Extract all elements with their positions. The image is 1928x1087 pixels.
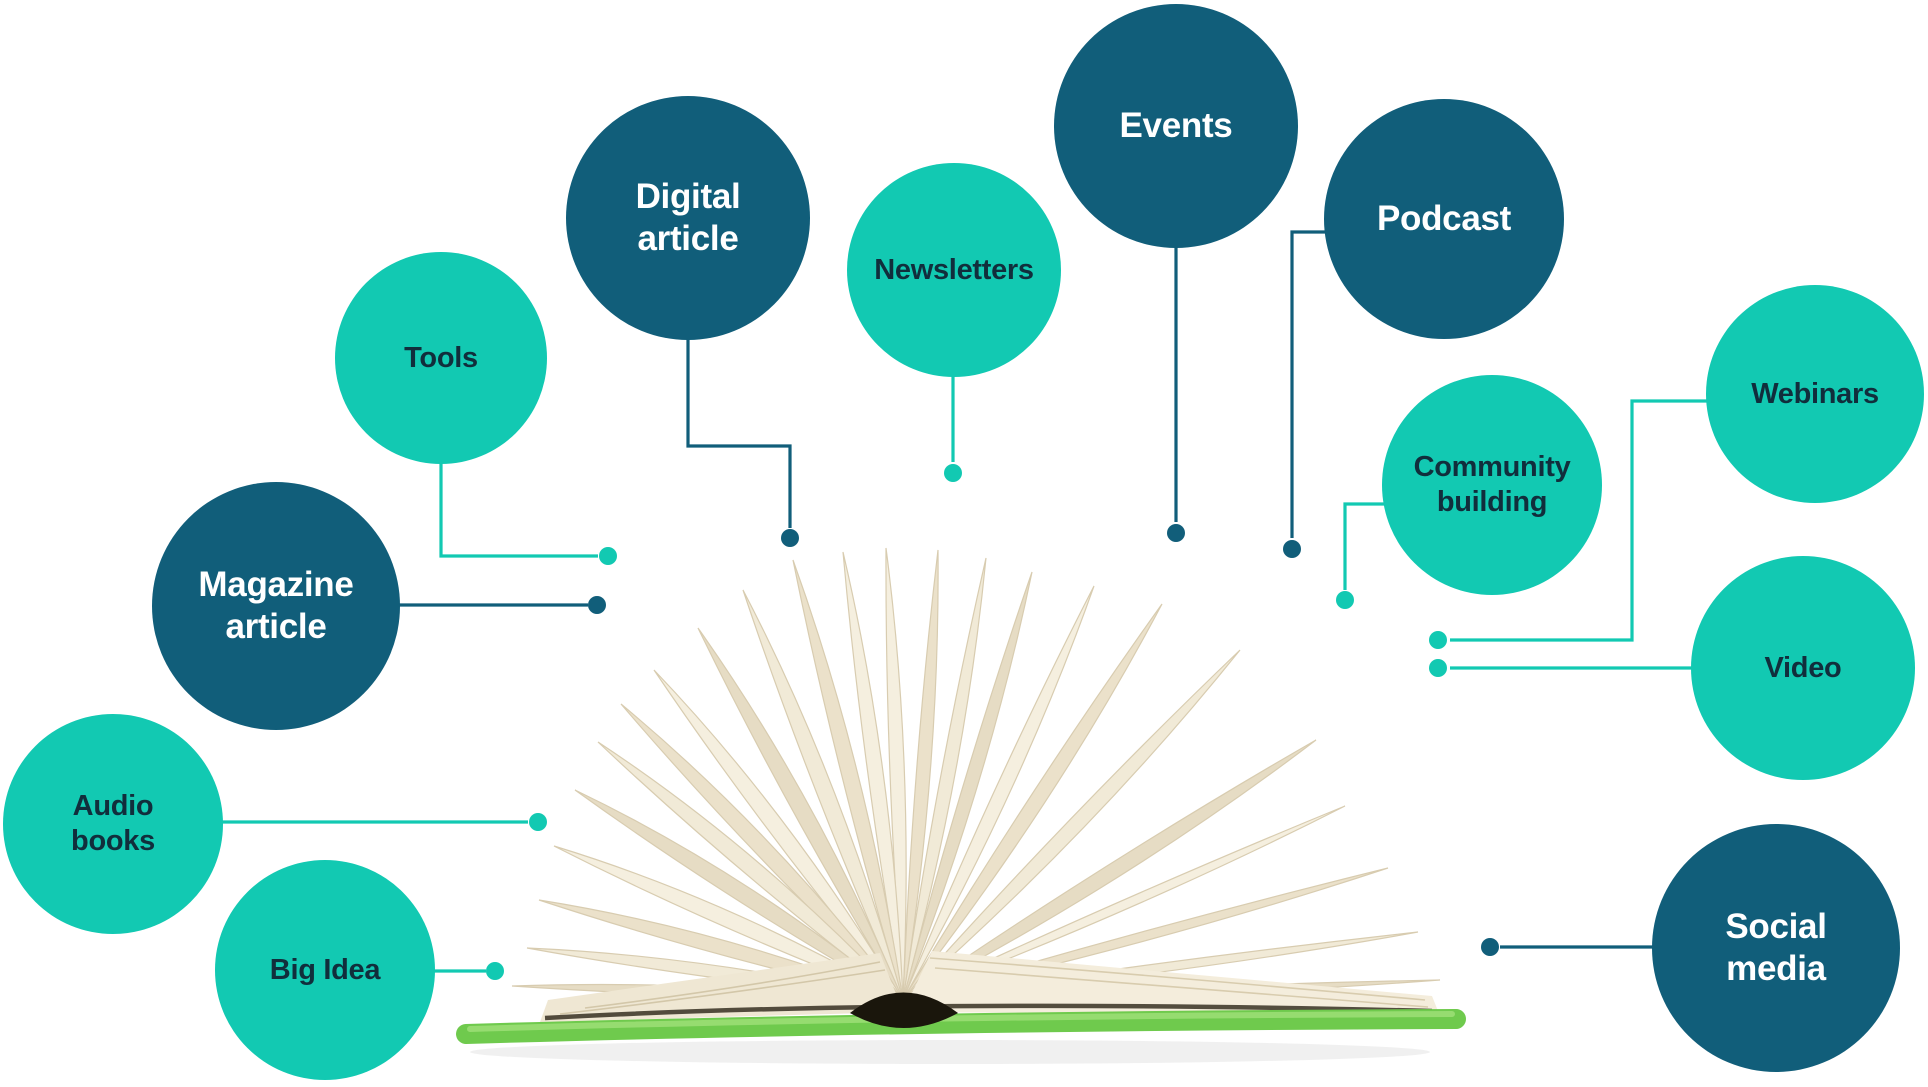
connector-events (1167, 242, 1185, 542)
bubble-tools: Tools (335, 252, 547, 464)
book-page (653, 669, 904, 1001)
bubble-audio-books: Audio books (3, 714, 223, 934)
bubble-newsletters: Newsletters (847, 163, 1061, 377)
book-page (902, 649, 1241, 1001)
connector-newsletters (944, 370, 962, 482)
page-edge-line (559, 969, 886, 1015)
connector-big-idea (430, 962, 504, 980)
connector-audio-books (218, 813, 547, 831)
connector-dot (944, 464, 962, 482)
connector-digital-article (686, 332, 799, 547)
connector-dot (1336, 591, 1354, 609)
bubble-label: Digital article (635, 177, 741, 258)
connector-dot (588, 596, 606, 614)
connector-webinars (1429, 399, 1708, 649)
bubble-social-media: Social media (1652, 824, 1900, 1072)
bubble-big-idea: Big Idea (215, 860, 435, 1080)
bubble-label: Video (1764, 651, 1842, 684)
page-edge-line (584, 961, 881, 1009)
connector-social-media (1481, 938, 1656, 956)
book-page (742, 589, 904, 1001)
connector-magazine-article (392, 596, 606, 614)
bubble-podcast: Podcast (1324, 99, 1564, 339)
book-fanned-pages (511, 547, 1441, 1001)
book-page (885, 547, 907, 1001)
book-page (902, 603, 1163, 1001)
connector-tools (439, 455, 617, 565)
bubble-video: Video (1691, 556, 1915, 780)
book-page (697, 627, 904, 1001)
bubble-magazine-article: Magazine article (152, 482, 400, 730)
bubble-digital-article: Digital article (566, 96, 810, 340)
bubble-label: Podcast (1376, 199, 1512, 238)
connector-video (1429, 659, 1694, 677)
book-spine-gap (850, 992, 958, 1028)
connector-dot (1481, 938, 1499, 956)
bubble-label: Community building (1413, 451, 1571, 518)
page-edge-line (929, 957, 1426, 1001)
book-page (902, 585, 1095, 1001)
bubble-label: Tools (404, 341, 478, 374)
connector-dot (1283, 540, 1301, 558)
book-page (902, 805, 1346, 1001)
bubble-community-building: Community building (1382, 375, 1602, 595)
connector-dot (781, 529, 799, 547)
book-page (792, 559, 904, 1001)
connector-dot (486, 962, 504, 980)
book-shadow (470, 1040, 1430, 1064)
bubble-label: Audio books (71, 790, 155, 857)
book-page (597, 741, 904, 1001)
book-page (902, 557, 987, 1001)
connector-community-building (1336, 502, 1386, 609)
bubble-label: Big Idea (269, 953, 381, 986)
book-page (842, 551, 904, 1001)
connector-dot (1429, 659, 1447, 677)
book-page (902, 571, 1033, 1001)
connector-dot (1429, 631, 1447, 649)
bubble-label: Magazine article (198, 565, 354, 646)
bubble-webinars: Webinars (1706, 285, 1924, 503)
connector-dot (529, 813, 547, 831)
bubble-label: Newsletters (874, 253, 1034, 286)
bubble-label: Webinars (1751, 377, 1879, 410)
bubble-label: Events (1119, 106, 1233, 145)
connector-dot (1167, 524, 1185, 542)
page-edge-line (934, 967, 1429, 1008)
book-page (902, 739, 1317, 1001)
connector-dot (599, 547, 617, 565)
bubble-events: Events (1054, 4, 1298, 248)
open-book-icon (456, 547, 1466, 1064)
book-page (553, 845, 904, 1001)
book-page (574, 789, 904, 1001)
book-page (902, 549, 939, 1001)
bubble-label: Social media (1725, 907, 1827, 988)
book-green-cover (456, 1009, 1466, 1044)
connector-podcast (1283, 230, 1328, 558)
